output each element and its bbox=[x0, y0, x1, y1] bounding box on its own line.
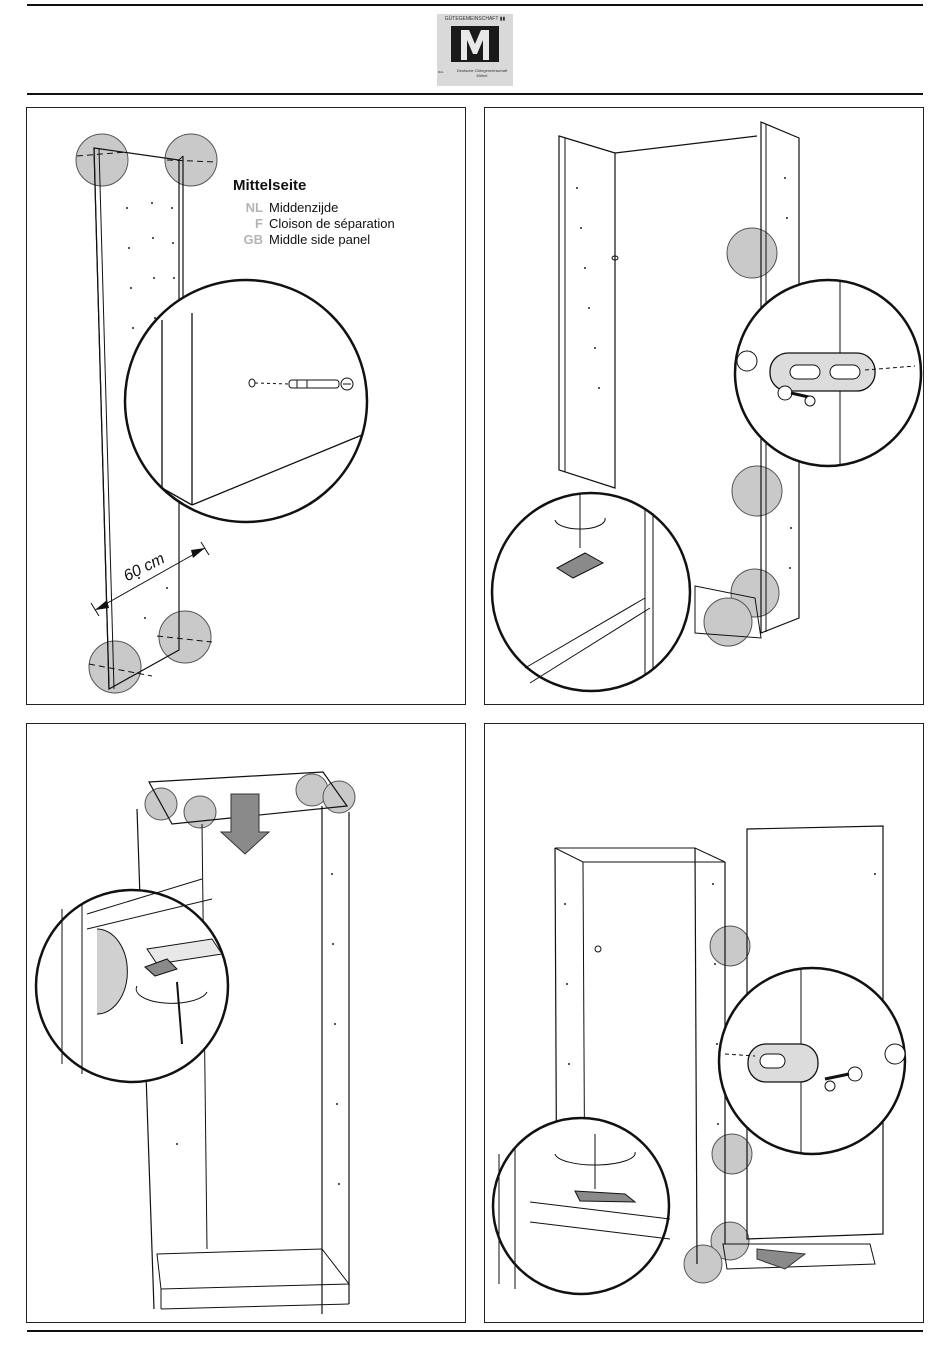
step-3-panel bbox=[26, 723, 466, 1323]
logo-top-text: GÜTEGEMEINSCHAFT ▮▮ bbox=[437, 16, 513, 22]
legend-row-f: F Cloison de séparation bbox=[233, 216, 433, 232]
legend-text: Middle side panel bbox=[269, 232, 370, 247]
legend-text: Cloison de séparation bbox=[269, 216, 395, 231]
logo-bottom-text: Deutsche Gütegemeinschaft Möbel bbox=[455, 68, 509, 78]
header-bottom-rule bbox=[27, 93, 923, 95]
top-panel-insertion-illustration bbox=[27, 724, 466, 1323]
legend-code: F bbox=[233, 216, 263, 232]
header-top-rule bbox=[27, 4, 923, 6]
legend-row-gb: GB Middle side panel bbox=[233, 232, 433, 248]
legend-title: Mittelseite bbox=[233, 177, 433, 194]
logo-side-text: RAL bbox=[438, 70, 444, 74]
legend-code: GB bbox=[233, 232, 263, 248]
logo-m-mark bbox=[451, 26, 499, 62]
footer-rule bbox=[27, 1330, 923, 1332]
step-2-panel bbox=[484, 107, 924, 705]
legend-text: Middenzijde bbox=[269, 200, 338, 215]
step-4-panel bbox=[484, 723, 924, 1323]
quality-seal-logo: GÜTEGEMEINSCHAFT ▮▮ Deutsche Gütegemeins… bbox=[437, 14, 513, 86]
legend-block: Mittelseite NL Middenzijde F Cloison de sé… bbox=[233, 177, 433, 248]
step-1-panel: Mittelseite NL Middenzijde F Cloison de sé… bbox=[26, 107, 466, 705]
back-panel-insertion-illustration bbox=[485, 724, 924, 1323]
side-panels-connector-illustration bbox=[485, 108, 924, 705]
legend-code: NL bbox=[233, 200, 263, 216]
legend-row-nl: NL Middenzijde bbox=[233, 200, 433, 216]
